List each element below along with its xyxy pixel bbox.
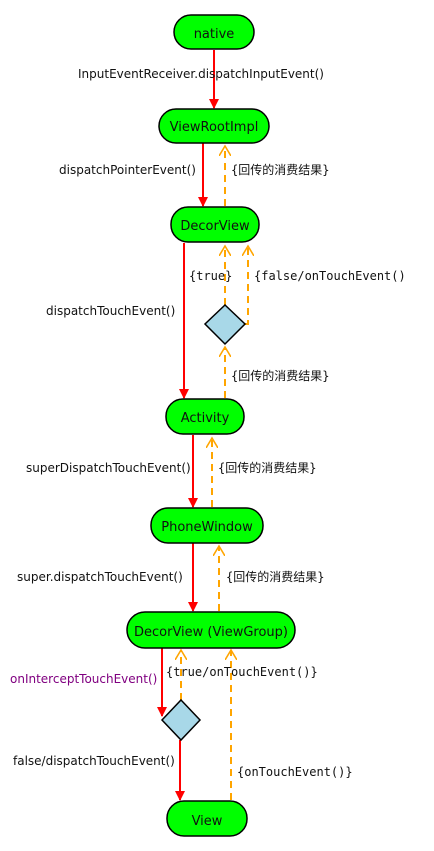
return-label-to-viewrootimpl: {回传的消费结果}	[231, 162, 329, 177]
node-native: native	[173, 14, 255, 50]
node-view-label: View	[192, 814, 223, 829]
node-decorview-label: DecorView	[180, 219, 250, 234]
edge-label-dispatch-touch-event: dispatchTouchEvent()	[46, 304, 175, 318]
edge-label-super-dispatch-touch-event: superDispatchTouchEvent()	[26, 461, 191, 475]
edge-label-on-intercept-touch-event: onInterceptTouchEvent()	[10, 672, 157, 686]
node-activity: Activity	[165, 398, 245, 435]
return-label-decision1-true: {true}	[189, 269, 232, 283]
node-decorview-viewgroup-label: DecorView (ViewGroup)	[134, 625, 288, 640]
node-activity-label: Activity	[181, 411, 230, 426]
edge-label-dispatch-pointer-event: dispatchPointerEvent()	[59, 163, 196, 177]
node-phonewindow: PhoneWindow	[150, 507, 264, 544]
node-decorview-viewgroup: DecorView (ViewGroup)	[126, 611, 296, 649]
return-label-to-activity: {回传的消费结果}	[218, 460, 316, 475]
node-decorview: DecorView	[170, 206, 260, 243]
edge-label-dispatch-input-event: InputEventReceiver.dispatchInputEvent()	[78, 67, 324, 81]
decision-node-2	[160, 698, 202, 742]
node-view: View	[166, 800, 248, 837]
node-phonewindow-label: PhoneWindow	[161, 520, 253, 535]
node-native-label: native	[194, 27, 235, 42]
return-arrow-decision1-false	[245, 246, 248, 325]
node-viewrootimpl-label: ViewRootImpl	[170, 120, 259, 135]
return-label-to-phonewindow: {回传的消费结果}	[226, 569, 324, 584]
return-label-decision2-true: {true/onTouchEvent()}	[166, 665, 318, 679]
return-label-decision1-false: {false/onTouchEvent()	[254, 269, 406, 283]
edge-label-super-dot-dispatch-touch-event: super.dispatchTouchEvent()	[17, 570, 183, 584]
return-label-view-ontouch: {onTouchEvent()}	[237, 765, 353, 779]
decision-node-1	[203, 303, 247, 346]
return-label-to-decision1: {回传的消费结果}	[231, 368, 329, 383]
node-viewrootimpl: ViewRootImpl	[158, 108, 270, 144]
edge-label-false-dispatch-touch-event: false/dispatchTouchEvent()	[13, 754, 175, 768]
